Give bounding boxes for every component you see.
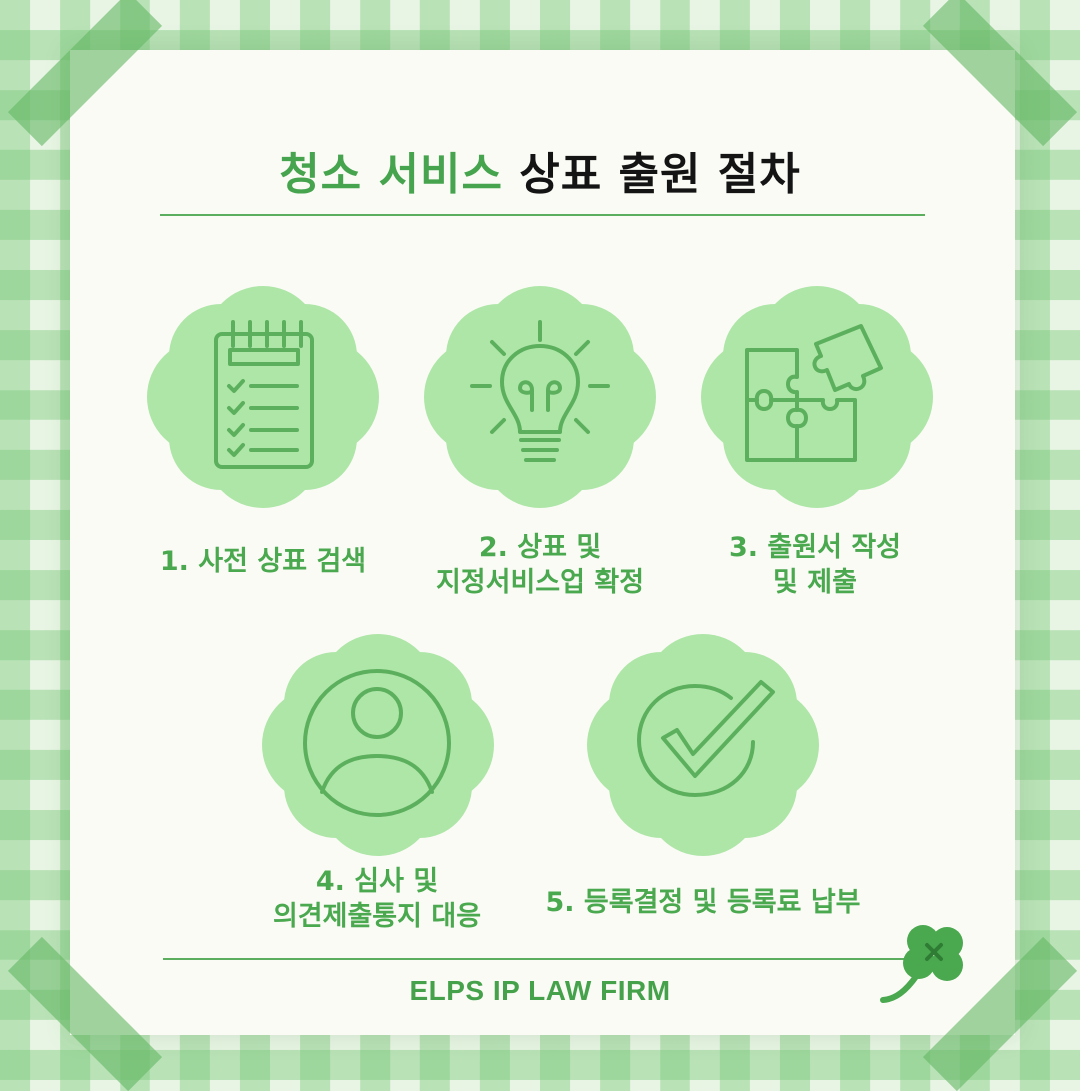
step-5-label: 5. 등록결정 및 등록료 납부 bbox=[510, 885, 896, 920]
step-2-label: 2. 상표 및 지정서비스업 확정 bbox=[395, 530, 685, 600]
title-main: 상표 출원 절차 bbox=[519, 149, 801, 200]
step-3-card bbox=[697, 282, 937, 512]
page-title: 청소 서비스 상표 출원 절차 bbox=[0, 138, 1080, 202]
step-5-label-line1: 5. 등록결정 및 등록료 납부 bbox=[545, 887, 861, 918]
checklist-icon bbox=[214, 320, 314, 469]
lightbulb-icon bbox=[470, 320, 610, 462]
footer-divider bbox=[163, 958, 915, 960]
check-circle-icon bbox=[637, 680, 775, 797]
step-3-label: 3. 출원서 작성 및 제출 bbox=[680, 530, 950, 600]
step-5-card bbox=[583, 630, 823, 860]
puzzle-icon bbox=[745, 324, 883, 462]
clover-icon bbox=[880, 925, 963, 1003]
step-3-label-line2: 및 제출 bbox=[773, 567, 857, 598]
step-1-card bbox=[143, 282, 383, 512]
footer-brand: ELPS IP LAW FIRM bbox=[409, 975, 671, 1006]
step-2-label-line1: 2. 상표 및 bbox=[478, 532, 602, 563]
step-4-label: 4. 심사 및 의견제출통지 대응 bbox=[232, 864, 522, 934]
step-3-label-line1: 3. 출원서 작성 bbox=[728, 532, 902, 563]
title-divider bbox=[160, 214, 925, 216]
user-icon bbox=[303, 669, 451, 817]
step-4-card bbox=[258, 630, 498, 860]
title-accent: 청소 서비스 bbox=[279, 149, 503, 200]
step-1-label-line1: 1. 사전 상표 검색 bbox=[159, 546, 367, 577]
step-4-label-line1: 4. 심사 및 bbox=[315, 866, 439, 897]
step-4-label-line2: 의견제출통지 대응 bbox=[272, 901, 482, 932]
step-2-card bbox=[420, 282, 660, 512]
step-2-label-line2: 지정서비스업 확정 bbox=[435, 567, 645, 598]
step-1-label: 1. 사전 상표 검색 bbox=[143, 544, 383, 579]
